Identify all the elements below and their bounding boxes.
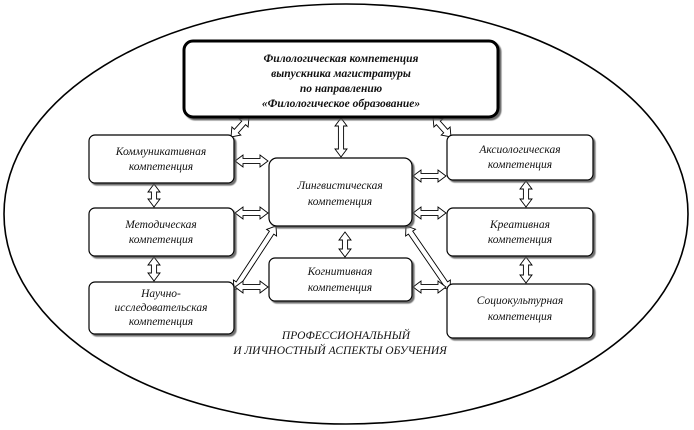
box-label-line: исследовательская xyxy=(115,302,208,314)
connector-arrows xyxy=(147,116,533,294)
arrow-axiological-creative xyxy=(519,180,533,208)
axiological-competence-box: Аксиологическая компетенция xyxy=(446,134,594,181)
methodical-competence-box: Методическая компетенция xyxy=(88,207,235,257)
research-competence-box: Научно- исследовательская компетенция xyxy=(88,281,235,335)
arrow-methodical-research xyxy=(147,256,161,282)
aspect-label-line-1: ПРОФЕССИОНАЛЬНЫЙ xyxy=(281,327,411,342)
box-label-line: Социокультурная xyxy=(477,295,564,307)
box-label-line: Когнитивная xyxy=(307,266,373,278)
linguistic-competence-box: Лингвистическая компетенция xyxy=(268,157,413,227)
box-label-line: Методическая xyxy=(124,219,197,231)
arrow-linguistic-cognitive xyxy=(338,231,352,258)
box-label-line: компетенция xyxy=(488,234,552,246)
sociocultural-competence-box: Социокультурная компетенция xyxy=(446,283,594,339)
box-label-line: компетенция xyxy=(308,196,372,208)
box-label-line: Аксиологическая xyxy=(478,144,560,156)
communicative-competence-box: Коммуникативная компетенция xyxy=(88,134,235,184)
creative-competence-box: Креативная компетенция xyxy=(446,207,594,257)
box-label-line: Креативная xyxy=(489,219,550,231)
box-label-line: компетенция xyxy=(129,161,193,173)
box-label-line: Коммуникативная xyxy=(115,146,206,158)
title-box: Филологическая компетенция выпускника ма… xyxy=(182,39,500,119)
title-line-3: по направлению xyxy=(300,83,382,95)
arrow-methodical-linguistic xyxy=(234,206,269,220)
box-label-line: компетенция xyxy=(129,316,193,328)
arrow-title-linguistic xyxy=(334,117,348,158)
box-label-line: Лингвистическая xyxy=(296,180,382,192)
box-label-line: компетенция xyxy=(488,159,552,171)
arrow-research-cognitive xyxy=(234,280,269,294)
box-label-line: компетенция xyxy=(308,282,372,294)
arrow-communicative-linguistic xyxy=(234,154,269,168)
arrow-communicative-methodical xyxy=(147,183,161,208)
box-label-line: Научно- xyxy=(140,288,181,300)
arrow-cognitive-sociocultural xyxy=(412,280,447,294)
title-line-2: выпускника магистратуры xyxy=(271,68,411,80)
box-label-line: компетенция xyxy=(129,234,193,246)
arrow-linguistic-axiological xyxy=(412,169,447,183)
aspect-label-line-2: И ЛИЧНОСТНЫЙ АСПЕКТЫ ОБУЧЕНИЯ xyxy=(232,342,448,357)
title-line-1: Филологическая компетенция xyxy=(264,53,419,65)
arrow-linguistic-creative xyxy=(412,206,447,220)
title-line-4: «Филологическое образование» xyxy=(262,98,421,110)
box-label-line: компетенция xyxy=(488,311,552,323)
cognitive-competence-box: Когнитивная компетенция xyxy=(268,257,413,302)
arrow-creative-sociocultural xyxy=(519,256,533,284)
